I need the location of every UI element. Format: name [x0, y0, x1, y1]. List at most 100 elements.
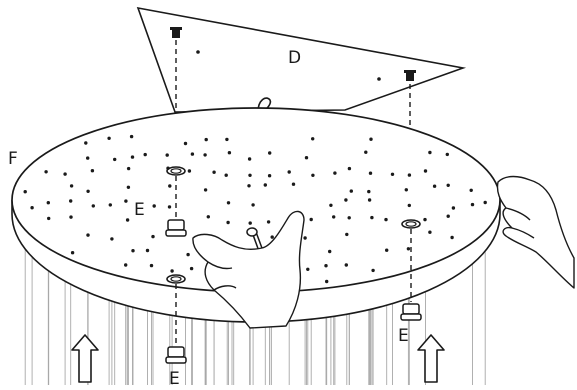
nozzle-dot [267, 174, 272, 178]
nozzle-dot [371, 268, 375, 273]
nozzle-dot [189, 266, 194, 271]
nozzle-dot [328, 249, 332, 254]
nozzle-dot [248, 221, 252, 225]
nozzle-dot [225, 137, 229, 142]
nozzle-dot [145, 248, 150, 253]
nozzle-dot [347, 216, 351, 220]
nozzle-dot [47, 216, 51, 221]
nozzle-dot [113, 157, 117, 162]
nozzle-dot [368, 171, 373, 175]
label-fixture: F [8, 149, 18, 169]
nozzle-dot [86, 156, 90, 160]
nozzle-dot [108, 203, 113, 207]
nozzle-dot [46, 201, 50, 205]
nozzle-dot [143, 152, 147, 157]
nozzle-dot [428, 230, 432, 234]
plate-hole [196, 50, 200, 54]
nozzle-dot [303, 236, 307, 240]
mounting-plate-outline [136, 6, 467, 113]
nozzle-dot [86, 233, 90, 237]
nozzle-dot [130, 155, 135, 159]
nozzle-dot [224, 173, 228, 177]
nozzle-dot [110, 237, 114, 241]
nozzle-dot [44, 170, 48, 174]
nozzle-dot [407, 173, 412, 177]
nozzle-dot [450, 235, 454, 240]
nozzle-dot [364, 150, 368, 154]
nozzle-dot [263, 183, 267, 187]
nozzle-dot [165, 153, 169, 157]
nozzle-dot [63, 172, 67, 176]
nozzle-dot [91, 204, 96, 208]
nozzle-dot [268, 151, 272, 155]
nozzle-dot [70, 251, 75, 255]
nozzle-dot [469, 188, 473, 192]
nozzle-dot [423, 217, 427, 222]
up-arrow-icon [417, 334, 445, 383]
nozzle-dot [126, 185, 131, 189]
nozzle-dot [124, 199, 128, 203]
nozzle-dot [451, 206, 456, 210]
nozzle-dot [345, 232, 349, 237]
nozzle-dot [149, 263, 154, 268]
connector-top: E [134, 166, 187, 237]
nozzle-dot [325, 279, 329, 284]
nozzle-dot [311, 137, 315, 141]
nozzle-dot [212, 170, 216, 174]
nozzle-dot [206, 215, 210, 219]
nozzle-dot [23, 190, 27, 194]
plate-hole [377, 77, 381, 81]
nozzle-dot [404, 188, 408, 192]
hand-icon [496, 175, 575, 289]
nozzle-dot [347, 166, 352, 171]
nozzle-dot [124, 263, 128, 267]
nozzle-dot [170, 269, 174, 273]
nozzle-dot [129, 134, 134, 139]
nozzle-dot [446, 214, 450, 218]
nozzle-dot [309, 217, 313, 222]
nozzle-dot [247, 184, 251, 188]
nozzle-dot [311, 173, 315, 177]
connector-bottom: E [165, 274, 187, 389]
nozzle-dot [69, 199, 73, 203]
up-arrow-icon [71, 334, 99, 383]
nozzle-dot [187, 169, 192, 173]
label-connector-bottom: E [169, 369, 180, 385]
nozzle-dot [190, 152, 195, 156]
nozzle-dot [86, 189, 90, 193]
connector-right: E [398, 219, 422, 346]
nozzle-dot [227, 151, 232, 155]
nozzle-dot [385, 248, 389, 252]
nozzle-dot [266, 220, 271, 224]
nozzle-dot [470, 202, 475, 207]
nozzle-dot [344, 198, 348, 202]
nozzle-dot [84, 141, 88, 145]
screw-icon [170, 27, 182, 118]
nozzle-dot [226, 201, 231, 205]
nozzle-dot [445, 152, 449, 157]
nozzle-dot [344, 263, 348, 267]
nozzle-dot [406, 247, 411, 251]
nozzle-dot [30, 206, 34, 210]
nozzle-dot [183, 141, 188, 146]
nozzle-dot [432, 184, 437, 188]
mounting-plate: D [136, 6, 467, 113]
nozzle-dot [349, 189, 353, 193]
nozzle-dot [270, 235, 274, 239]
nozzle-dot [306, 267, 310, 271]
nozzle-dot [423, 169, 428, 173]
nozzle-dot [369, 137, 373, 141]
nozzle-dot [251, 203, 255, 207]
nozzle-dot [446, 183, 450, 187]
nozzle-dot [167, 205, 172, 209]
nozzle-dot [152, 204, 156, 208]
nozzle-dot [324, 264, 328, 268]
nozzle-dot [168, 184, 172, 188]
nozzle-dot [384, 217, 388, 222]
nozzle-dot [367, 189, 371, 194]
nozzle-dot [69, 184, 74, 188]
nozzle-dot [203, 188, 208, 192]
nozzle-dot [69, 215, 73, 219]
